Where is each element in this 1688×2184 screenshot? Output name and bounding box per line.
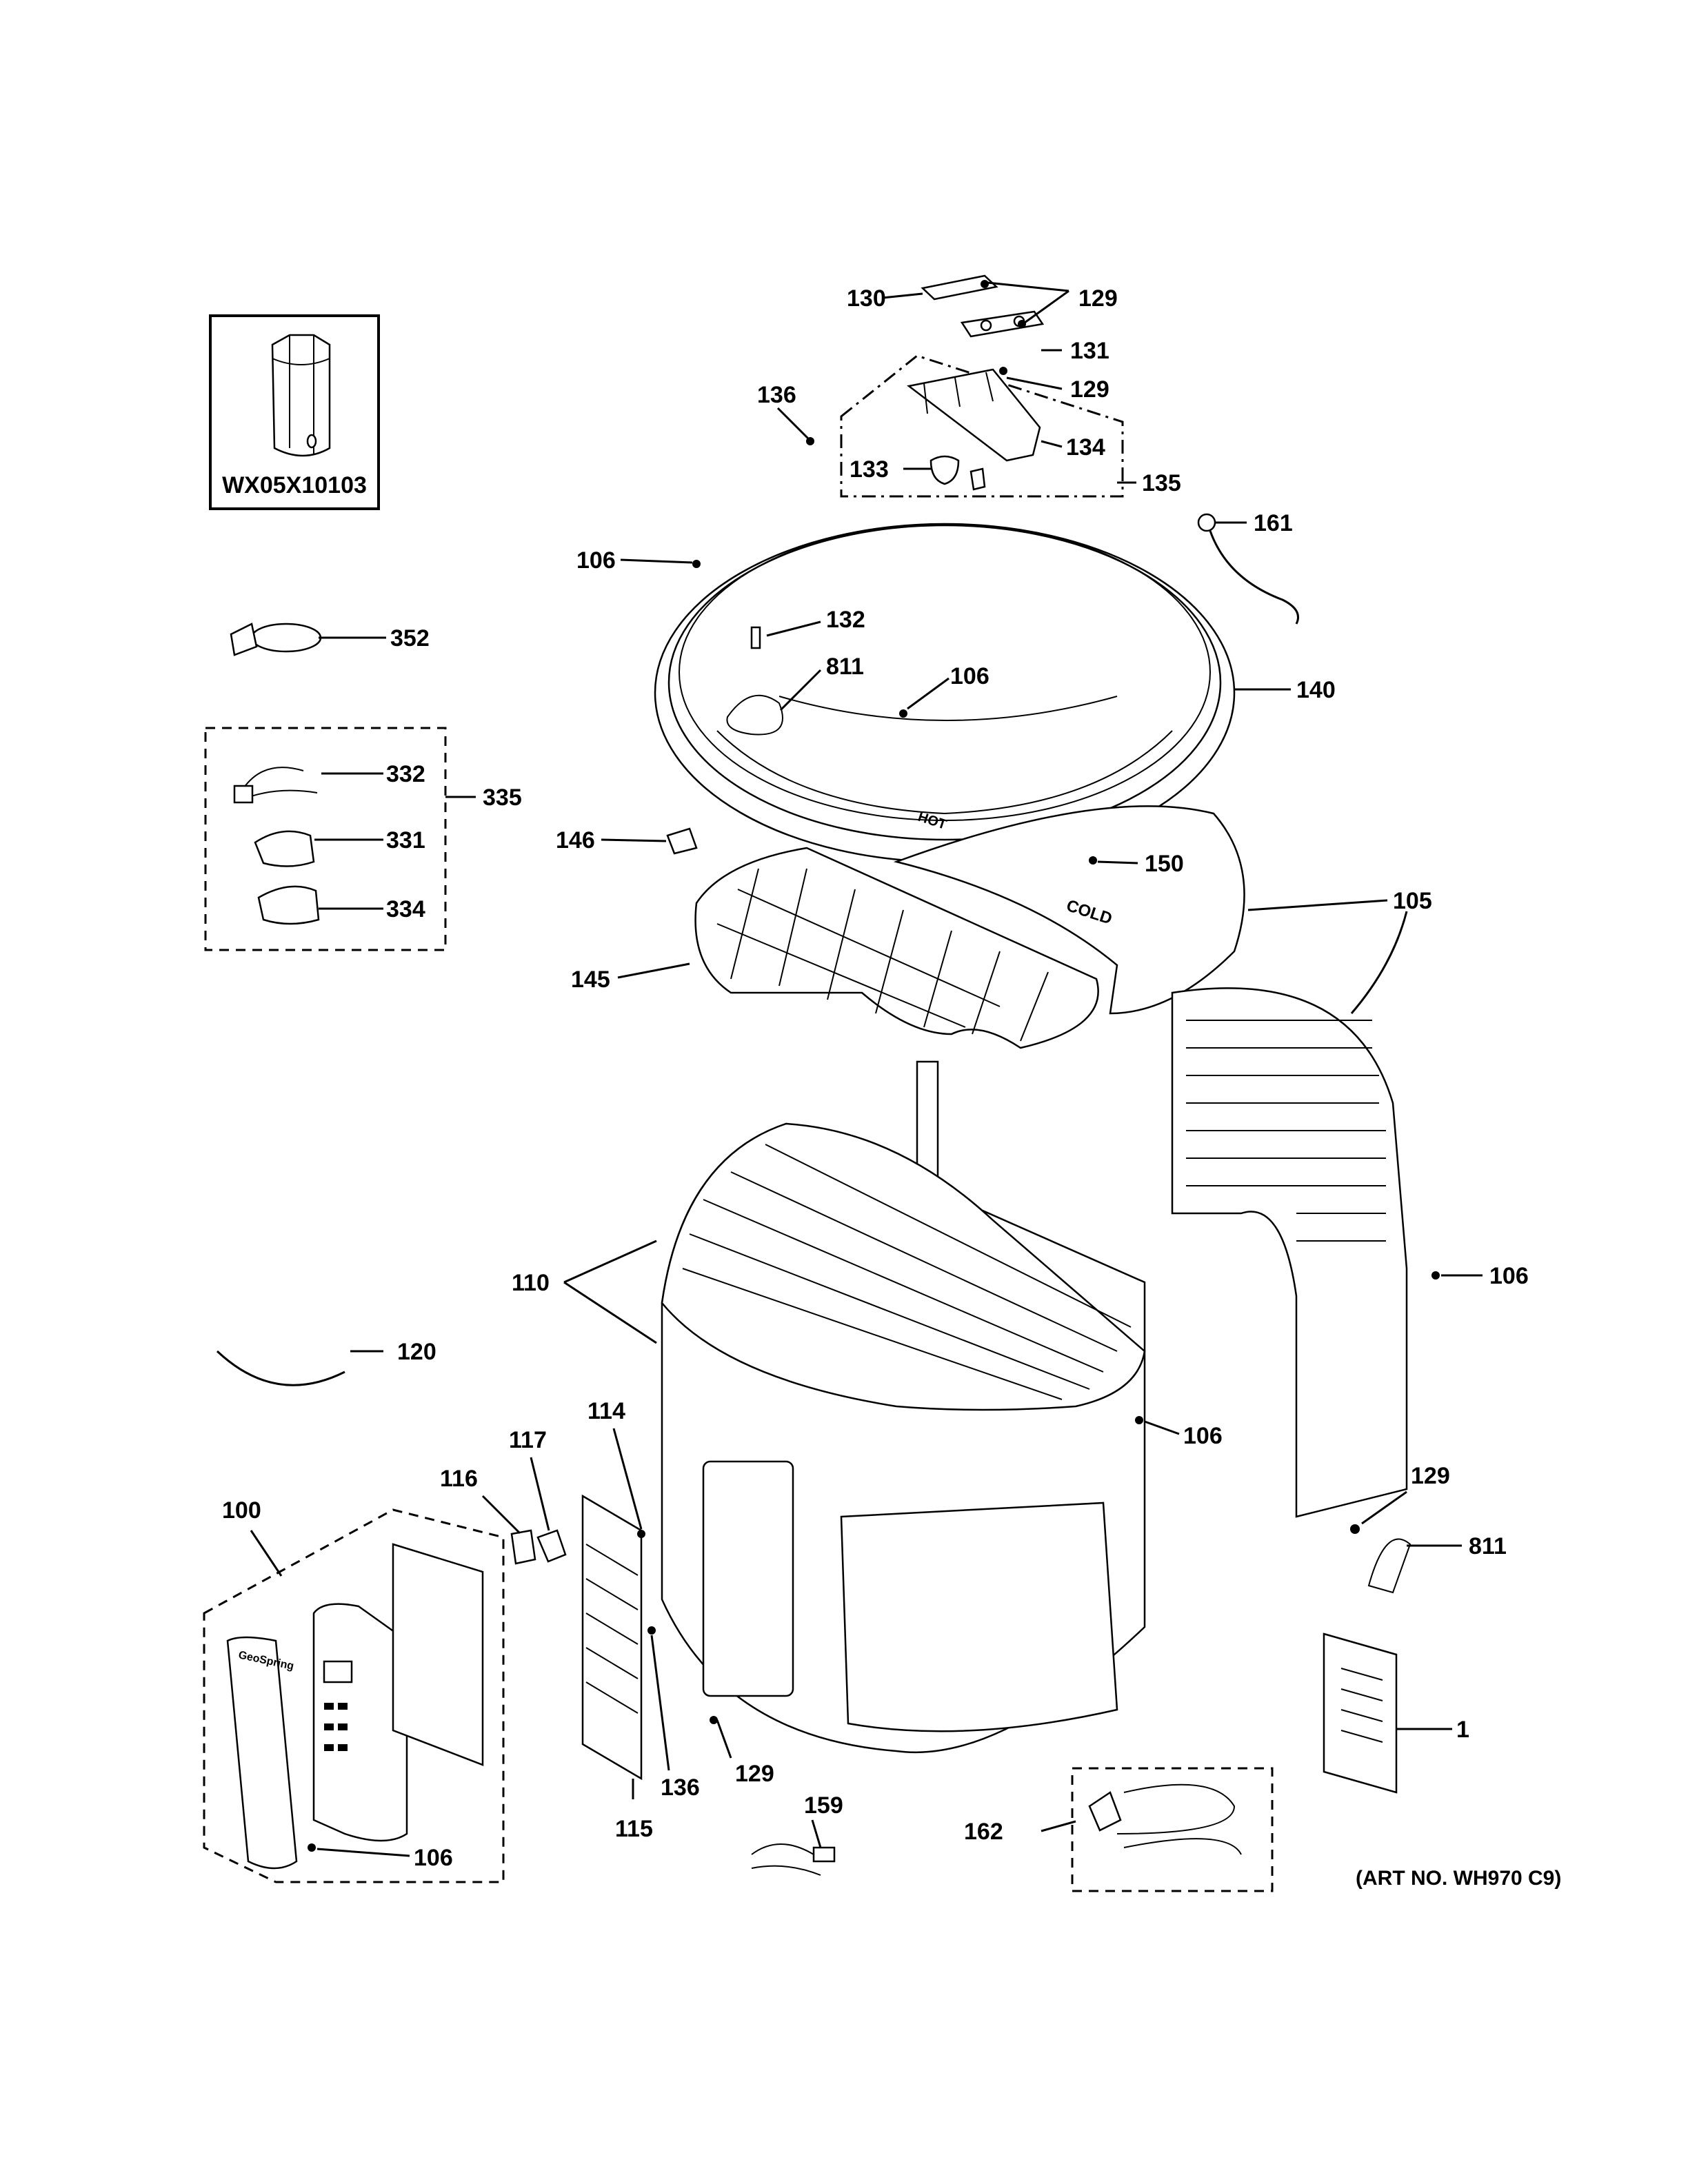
screw-129-e: [710, 1716, 718, 1724]
part-133-bushing: [930, 455, 960, 485]
ground-wire-161: [1197, 513, 1299, 625]
front-overlay: [226, 1636, 298, 1870]
callout-159: 159: [804, 1792, 843, 1819]
manual-1: [1323, 1632, 1398, 1794]
callout-131: 131: [1070, 338, 1109, 364]
callout-145: 145: [571, 967, 610, 993]
callout-334: 334: [386, 896, 425, 922]
kit-335: [204, 727, 447, 951]
callout-labels: 130 129 131 129 136 134 133 135 106 161 …: [222, 285, 1529, 1871]
part-130-plate: [921, 274, 998, 301]
part-332-harness: [233, 767, 318, 804]
kit-162: [1071, 1767, 1274, 1892]
band-352: [230, 623, 322, 656]
part-131-gasket: [960, 310, 1045, 338]
callout-132: 132: [826, 607, 865, 633]
grille-lines: [682, 1144, 1132, 1400]
screw-136-b: [647, 1626, 656, 1635]
tool-part-number: WX05X10103: [222, 472, 367, 498]
callout-162: 162: [964, 1819, 1003, 1845]
tool-box: WX05X10103: [209, 314, 380, 510]
callout-120: 120: [397, 1339, 436, 1365]
screw-114: [637, 1530, 645, 1538]
part-134-housing: [907, 368, 1041, 462]
plug-117: [510, 1529, 567, 1565]
callout-135: 135: [1142, 470, 1181, 496]
callout-811-b: 811: [1469, 1533, 1507, 1559]
callout-114: 114: [587, 1398, 625, 1424]
callout-129-c: 129: [1411, 1463, 1450, 1489]
part-146-clip: [666, 827, 698, 855]
part-331-clip: [254, 830, 315, 867]
callout-140: 140: [1296, 677, 1336, 703]
part-811-tie-b: [1367, 1538, 1411, 1594]
callout-106-b: 106: [950, 663, 989, 689]
wrap-vent-slots: [1186, 1020, 1386, 1242]
art-number: (ART NO. WH970 C9): [1356, 1867, 1561, 1890]
left-window: [702, 1460, 794, 1697]
callout-1: 1: [1456, 1717, 1469, 1743]
kit-135-outline: [840, 354, 1124, 498]
callout-106-d: 106: [1183, 1423, 1223, 1449]
lower-shroud-110: [661, 1122, 1146, 1754]
access-panel-115: [581, 1494, 656, 1781]
callout-130: 130: [847, 285, 886, 312]
callout-134: 134: [1066, 434, 1105, 461]
callout-150: 150: [1145, 851, 1184, 877]
callout-811-a: 811: [826, 654, 864, 680]
top-cover-140: HOT: [654, 523, 1236, 863]
tank-top-plate: COLD: [893, 805, 1245, 1015]
callout-332: 332: [386, 761, 425, 787]
callout-106-c: 106: [1489, 1263, 1529, 1289]
callout-136-a: 136: [757, 382, 796, 408]
callout-129-d: 129: [735, 1761, 774, 1787]
callout-110: 110: [512, 1270, 550, 1296]
callout-100: 100: [222, 1497, 261, 1524]
part-811-tie-a: [726, 694, 783, 736]
callout-146: 146: [556, 827, 595, 853]
grommet-116: [510, 1529, 536, 1565]
part-334-clip: [257, 885, 320, 925]
callout-335: 335: [483, 785, 522, 811]
screw-106-e: [308, 1843, 316, 1852]
top-bracket-assembly: [806, 274, 1124, 498]
harness-159: [751, 1843, 836, 1876]
wire-120: [216, 1350, 345, 1386]
callout-129-b: 129: [1070, 376, 1109, 403]
socket-tool-drawing: [271, 334, 331, 457]
screw-106-c: [1135, 1416, 1143, 1424]
callout-106-e: 106: [414, 1845, 453, 1871]
leader-lines: [250, 281, 1483, 1857]
callout-105: 105: [1393, 888, 1432, 914]
pcb-bracket: [392, 1543, 484, 1766]
screw-129-a: [981, 280, 989, 288]
screw-106-b: [899, 709, 907, 718]
screw-136-a: [806, 437, 814, 445]
part-132-sensor: [750, 626, 761, 649]
callout-133: 133: [850, 456, 889, 483]
callout-129-a: 129: [1078, 285, 1118, 312]
screw-129-c: [999, 367, 1007, 375]
callout-136-b: 136: [661, 1775, 700, 1801]
front-window: [840, 1502, 1118, 1732]
callout-161: 161: [1254, 510, 1293, 536]
screw-106-d: [1431, 1271, 1440, 1280]
filter-145: [666, 827, 1099, 1049]
callout-352: 352: [390, 625, 430, 651]
callout-117: 117: [509, 1427, 547, 1453]
control-assembly-100: GeoSpring: [203, 1508, 505, 1883]
screw-106-a: [692, 560, 701, 568]
callout-331: 331: [386, 827, 425, 853]
callout-106-a: 106: [576, 547, 616, 574]
screw-129-d: [1350, 1524, 1360, 1534]
callout-116: 116: [440, 1466, 478, 1492]
callout-115: 115: [615, 1816, 653, 1842]
screw-129-b: [1018, 320, 1026, 328]
screw-150: [1089, 856, 1097, 865]
